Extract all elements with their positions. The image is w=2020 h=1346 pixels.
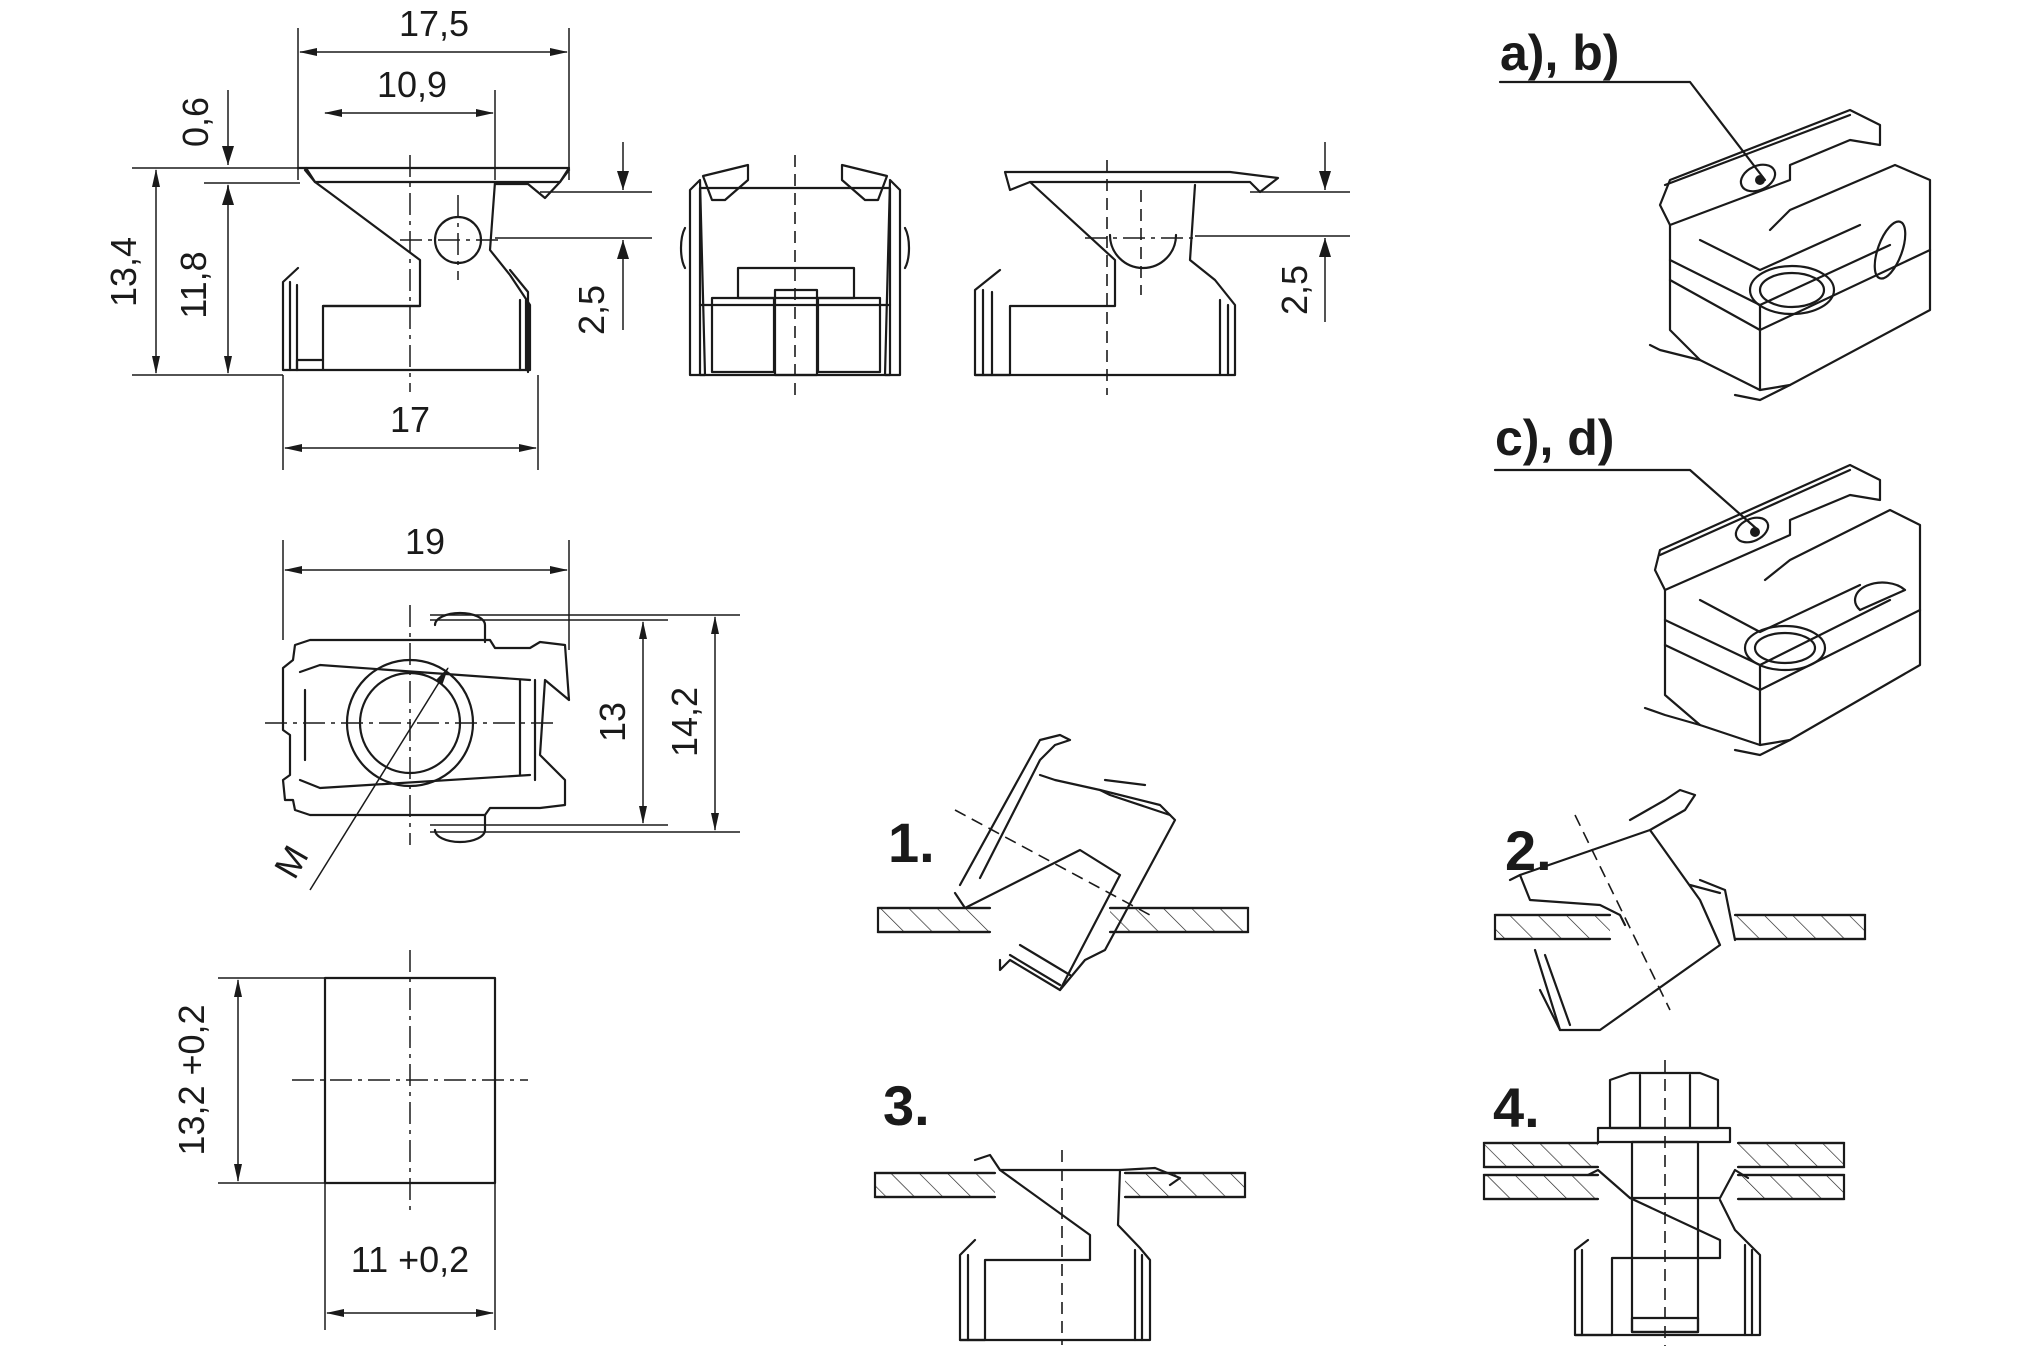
dim-17-5: 17,5 [399,3,469,44]
step-label-3: 3. [883,1074,930,1137]
top-view: 19 13 14,2 M [265,521,740,891]
dim-17: 17 [390,399,430,440]
dim-14-2: 14,2 [664,687,705,757]
variant-label-cd: c), d) [1495,410,1614,466]
step-label-4: 4. [1493,1076,1540,1139]
dim-13: 13 [592,702,633,742]
variant-label-ab: a), b) [1500,25,1619,81]
step-2: 2. [1493,788,1867,1032]
front-view: 17,5 10,9 0,6 13,4 11,8 2,5 17 [103,3,652,470]
step-label-1: 1. [888,811,935,874]
step-3: 3. [873,1074,1247,1345]
step-4: 4. [1482,1060,1846,1346]
dim-2-5-right: 2,5 [1274,265,1315,315]
dim-11-8: 11,8 [173,251,214,318]
dim-0-6: 0,6 [175,97,216,147]
dim-19: 19 [405,521,445,562]
dim-10-9: 10,9 [377,64,447,105]
step-1: 1. [876,733,1250,992]
dim-thread-m: M [266,839,317,885]
isometric-view-ab: a), b) [1498,25,1932,402]
isometric-view-cd: c), d) [1493,410,1922,757]
dim-13-4: 13,4 [103,237,144,307]
dim-11-tol: 11 +0,2 [351,1239,469,1280]
mounting-hole-view: 13,2 +0,2 11 +0,2 [171,950,528,1330]
dim-2-5-left: 2,5 [571,285,612,335]
side-view [679,155,911,395]
dim-13-2-tol: 13,2 +0,2 [171,1004,212,1155]
rear-view: 2,5 [973,142,1350,395]
